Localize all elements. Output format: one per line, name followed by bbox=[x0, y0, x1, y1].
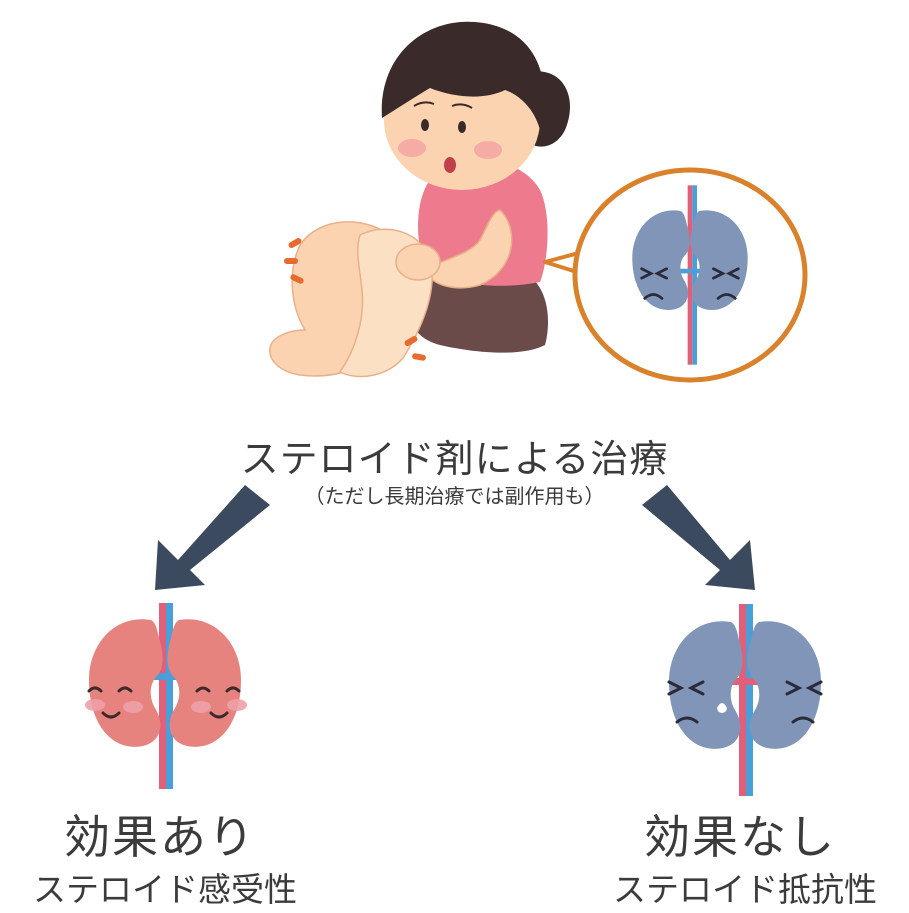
eye-left bbox=[421, 119, 429, 131]
speech-bubble bbox=[545, 170, 805, 380]
mouth bbox=[444, 157, 456, 173]
hand bbox=[396, 244, 440, 280]
vein bbox=[166, 603, 173, 789]
cheek-right bbox=[474, 141, 502, 159]
cheek-left bbox=[398, 139, 426, 157]
effect-positive-label: 効果あり bbox=[40, 814, 280, 860]
kidney-left bbox=[669, 621, 743, 749]
kidney-right bbox=[748, 621, 822, 749]
healthy-kidneys bbox=[85, 603, 247, 789]
steroid-sensitive-label: ステロイド感受性 bbox=[0, 873, 330, 906]
kidney-right bbox=[168, 619, 242, 747]
sad-kidneys bbox=[647, 604, 845, 796]
sweat-drop-icon bbox=[647, 687, 657, 697]
treatment-note: （ただし長期治療では副作用も） bbox=[0, 486, 909, 506]
treatment-title: ステロイド剤による治療 bbox=[0, 440, 909, 478]
kidney-left bbox=[89, 619, 163, 747]
artery bbox=[159, 603, 166, 789]
steroid-resistant-label: ステロイド抵抗性 bbox=[585, 873, 905, 906]
eye-right bbox=[458, 121, 466, 133]
effect-negative-label: 効果なし bbox=[620, 814, 860, 860]
girl-illustration bbox=[270, 22, 570, 377]
sweat-drop-icon bbox=[835, 703, 845, 713]
